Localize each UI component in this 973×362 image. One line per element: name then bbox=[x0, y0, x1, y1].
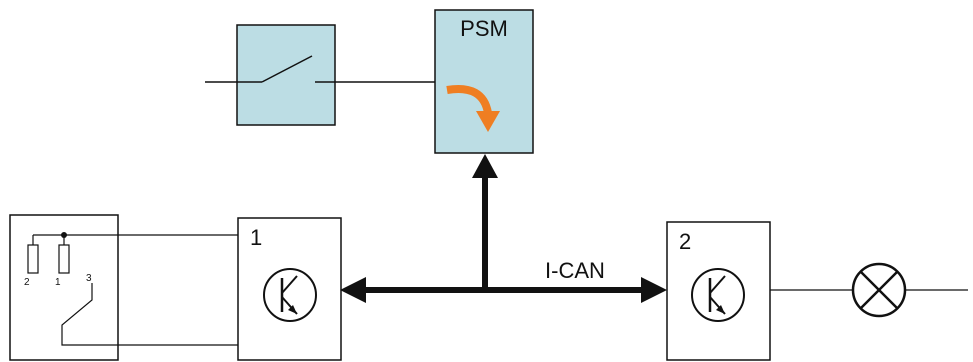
node-2-box bbox=[666, 221, 771, 361]
transistor-icon bbox=[691, 268, 745, 322]
sensor-pin-1-label: 1 bbox=[55, 277, 61, 288]
sensor-block: 2 1 3 bbox=[9, 214, 238, 361]
lamp-output bbox=[770, 262, 968, 318]
sensor-pin-2-label: 2 bbox=[24, 277, 30, 288]
switch-block bbox=[205, 24, 435, 126]
node-1-box bbox=[237, 217, 342, 361]
transistor-icon bbox=[263, 268, 317, 322]
node-2-label: 2 bbox=[679, 229, 691, 254]
ican-label: I-CAN bbox=[545, 258, 605, 283]
psm-box bbox=[434, 9, 534, 154]
switch-box bbox=[236, 24, 336, 126]
bus-arrowhead-left bbox=[340, 277, 366, 303]
node-1-block: 1 bbox=[237, 217, 342, 361]
node-1-label: 1 bbox=[250, 225, 262, 250]
node-2-block: 2 bbox=[666, 221, 771, 361]
sensor-circuit-icon bbox=[27, 232, 238, 346]
ican-bus: I-CAN bbox=[340, 154, 667, 303]
psm-block: PSM bbox=[434, 9, 534, 154]
bus-arrowhead-right bbox=[641, 277, 667, 303]
sensor-pin-3-label: 3 bbox=[86, 273, 92, 284]
curved-arrow-icon bbox=[446, 85, 500, 132]
bus-arrowhead-up bbox=[472, 154, 498, 178]
switch-icon bbox=[237, 55, 335, 83]
psm-label: PSM bbox=[460, 16, 508, 41]
lamp-icon bbox=[851, 262, 907, 318]
